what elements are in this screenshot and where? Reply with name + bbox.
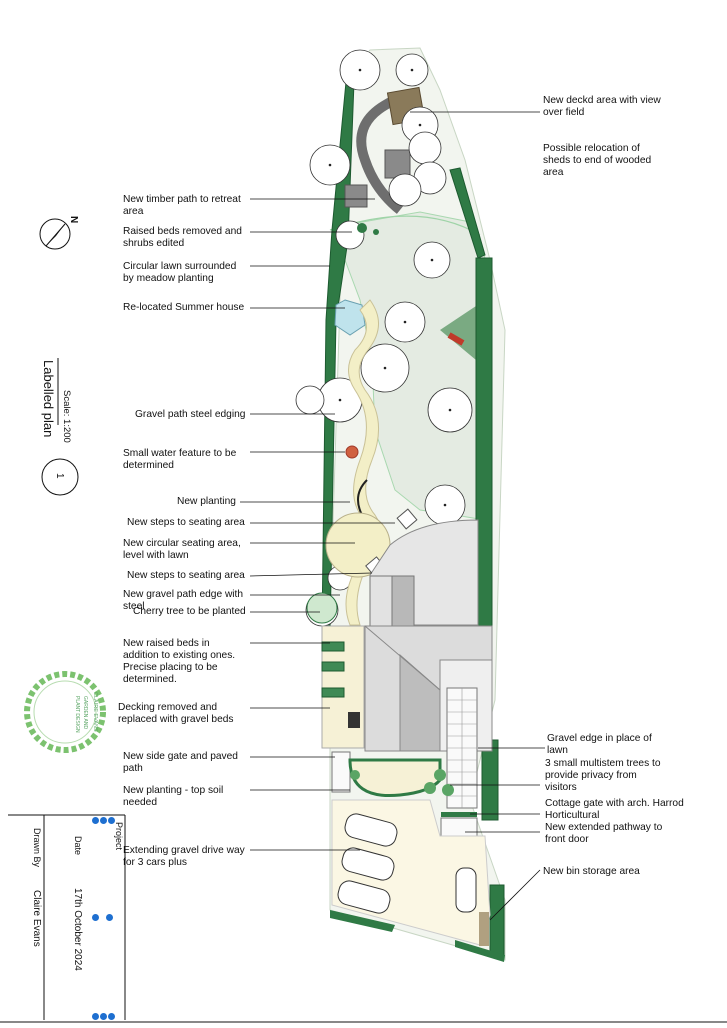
label-seating-area: New circular seating area, level with la… bbox=[123, 538, 241, 561]
cars bbox=[337, 813, 477, 914]
label-circular-lawn: Circular lawn surrounded by meadow plant… bbox=[123, 261, 237, 284]
label-multistem-trees: 3 small multistem trees to provide priva… bbox=[545, 758, 661, 793]
cottage-gate bbox=[441, 812, 477, 817]
label-gravel-path-edge: New gravel path edge with steel bbox=[123, 589, 244, 612]
plan-scale: Scale: 1:200 bbox=[61, 390, 72, 443]
label-gravel-drive: Extending gravel drive way for 3 cars pl… bbox=[123, 845, 245, 868]
status-dot bbox=[92, 817, 99, 824]
cherry-tree bbox=[306, 592, 338, 624]
multistem-trees bbox=[350, 769, 454, 796]
label-cottage-gate: Cottage gate with arch. Harrod Horticult… bbox=[545, 798, 684, 821]
hedge-front-right bbox=[455, 940, 505, 962]
label-steps-2: New steps to seating area bbox=[127, 570, 245, 581]
label-bin-storage: New bin storage area bbox=[543, 866, 640, 877]
label-side-gate: New side gate and paved path bbox=[123, 751, 238, 774]
label-water-feature: Small water feature to be determined bbox=[123, 448, 237, 471]
status-dot bbox=[108, 1013, 115, 1020]
label-cherry-tree: Cherry tree to be planted bbox=[133, 606, 246, 617]
status-dot bbox=[106, 914, 113, 921]
label-steps-1: New steps to seating area bbox=[127, 517, 245, 528]
label-raised-beds-new: New raised beds in addition to existing … bbox=[123, 638, 236, 685]
plan-number: 1 bbox=[54, 473, 65, 479]
shed-1 bbox=[384, 149, 411, 179]
shed-2 bbox=[344, 184, 368, 208]
logo-text-1: CLAIRE EVANS bbox=[92, 692, 98, 732]
date-label: Date bbox=[73, 836, 83, 856]
tree-centres bbox=[328, 68, 452, 507]
status-dot bbox=[92, 1013, 99, 1020]
hedge-front bbox=[330, 910, 395, 932]
label-gravel-edge: Gravel edge in place of lawn bbox=[547, 733, 652, 756]
side-gate-path bbox=[331, 751, 351, 793]
label-sheds: Possible relocation of sheds to end of w… bbox=[543, 143, 652, 178]
north-letter: N bbox=[68, 216, 79, 224]
drawn-by: Claire Evans bbox=[31, 890, 42, 947]
label-raised-beds-removed: Raised beds removed and shrubs edited bbox=[123, 226, 242, 249]
status-dot bbox=[92, 914, 99, 921]
outbuilding-1 bbox=[369, 575, 393, 627]
label-new-planting: New planting bbox=[177, 496, 236, 507]
drawn-by-label: Drawn By bbox=[32, 828, 42, 868]
title-block bbox=[0, 814, 727, 1023]
north-arrow-icon bbox=[39, 218, 71, 250]
red-bench bbox=[447, 332, 465, 346]
shrub-2 bbox=[373, 229, 379, 235]
date-value: 17th October 2024 bbox=[72, 888, 83, 971]
timber-path bbox=[356, 95, 404, 214]
steps-1 bbox=[396, 508, 418, 530]
trees bbox=[295, 49, 473, 627]
logo-text-3: PLANT DESIGN bbox=[74, 696, 80, 733]
bin-store bbox=[479, 912, 489, 946]
bin bbox=[348, 712, 360, 728]
label-front-door-path: New extended pathway to front door bbox=[545, 822, 663, 845]
hedge-bin-area bbox=[489, 884, 505, 956]
steel-edging bbox=[357, 479, 368, 516]
leader-lines-left bbox=[240, 198, 395, 851]
outbuilding-2 bbox=[391, 575, 415, 627]
status-dot bbox=[100, 817, 107, 824]
raised-beds bbox=[321, 641, 345, 698]
paving-grid bbox=[447, 688, 477, 808]
label-deck-area: New deckd area with view over field bbox=[543, 95, 661, 118]
hedge-right-upper bbox=[449, 167, 486, 259]
label-top-soil: New planting - top soil needed bbox=[123, 785, 224, 808]
new-planting-bed bbox=[348, 758, 442, 798]
label-timber-path: New timber path to retreat area bbox=[123, 194, 241, 217]
logo-text-2: GARDEN AND bbox=[82, 696, 88, 730]
label-summer-house: Re-located Summer house bbox=[123, 302, 245, 313]
label-gravel-edging: Gravel path steel edging bbox=[135, 409, 246, 420]
hedge-right-lower bbox=[481, 739, 499, 821]
summer-house bbox=[334, 299, 366, 336]
plan-number-circle bbox=[41, 458, 79, 496]
leader-lines-right bbox=[410, 111, 545, 921]
shrub-1 bbox=[357, 223, 367, 233]
status-dot bbox=[108, 817, 115, 824]
front-door-path bbox=[440, 817, 478, 837]
plan-title: Labelled plan bbox=[41, 360, 56, 438]
roof-ridge bbox=[364, 625, 441, 691]
status-dot bbox=[100, 1013, 107, 1020]
water-feature bbox=[345, 445, 359, 459]
logo-wreath bbox=[24, 671, 106, 753]
label-decking: Decking removed and replaced with gravel… bbox=[118, 702, 234, 725]
